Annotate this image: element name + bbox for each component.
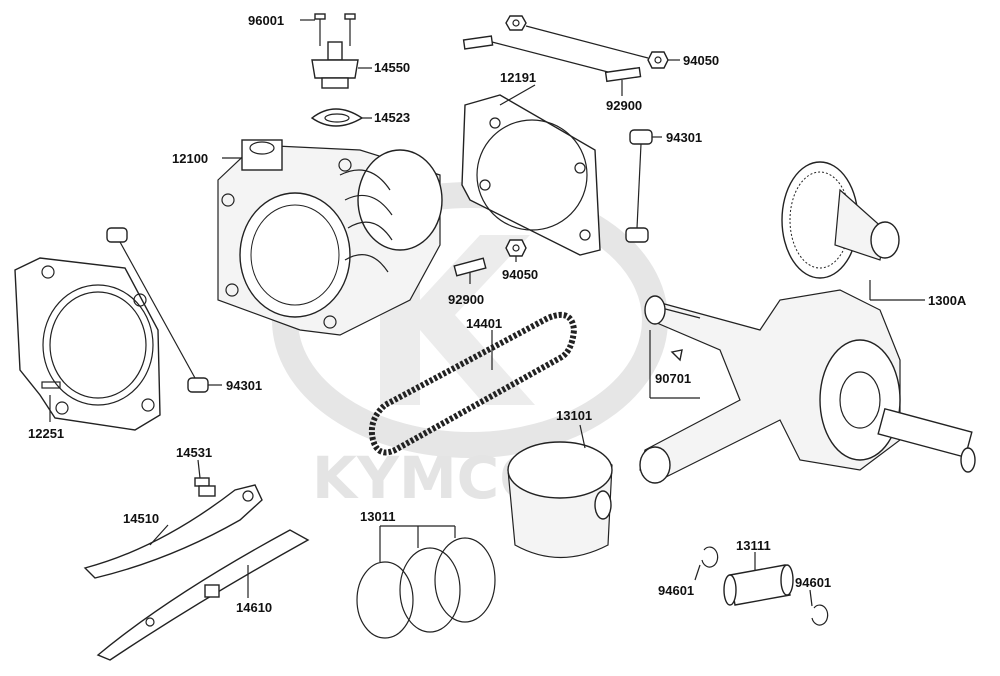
label-92900-mid: 92900: [448, 292, 484, 307]
part-96001-bolts: [314, 13, 356, 46]
label-12100: 12100: [172, 151, 208, 166]
label-94601-right: 94601: [795, 575, 831, 590]
label-14510: 14510: [123, 511, 159, 526]
part-94301-dowel-right: [625, 129, 653, 243]
part-13011-piston-rings: [356, 537, 496, 639]
part-1300A-crankshaft: [639, 161, 976, 484]
part-14510-chain-guide: [83, 484, 263, 579]
part-14550-tensioner: [311, 41, 359, 89]
part-92900-stud-top: [462, 35, 642, 83]
label-94601-left: 94601: [658, 583, 694, 598]
part-90701-key: [670, 349, 683, 362]
label-94050-mid: 94050: [502, 267, 538, 282]
part-14531-bolt: [194, 477, 216, 497]
part-14610-tensioner-guide: [96, 529, 310, 661]
label-12251: 12251: [28, 426, 64, 441]
part-13111-piston-pin: [723, 564, 794, 606]
part-92900-stud-mid: [453, 257, 487, 277]
label-94301-right: 94301: [666, 130, 702, 145]
leader-lines: [49, 19, 925, 607]
label-96001: 96001: [248, 13, 284, 28]
part-14523-gasket: [310, 108, 364, 127]
label-12191: 12191: [500, 70, 536, 85]
label-94301-left: 94301: [226, 378, 262, 393]
part-94301-dowel-left: [106, 227, 209, 393]
part-94050-nut-mid: [505, 239, 527, 257]
part-12251-head-gasket: [14, 257, 161, 431]
part-12100-cylinder: [217, 139, 443, 336]
part-94050-nut-top: [505, 15, 669, 69]
label-90701: 90701: [655, 371, 691, 386]
label-1300A: 1300A: [928, 293, 967, 308]
label-94050-top: 94050: [683, 53, 719, 68]
label-14401: 14401: [466, 316, 502, 331]
part-12191-gasket: [461, 94, 601, 256]
label-13101: 13101: [556, 408, 592, 423]
label-13111: 13111: [736, 538, 771, 553]
label-13011: 13011: [360, 509, 395, 524]
label-14531: 14531: [176, 445, 212, 460]
part-13101-piston: [507, 441, 613, 558]
label-14523: 14523: [374, 110, 410, 125]
part-94601-clip-left: [701, 546, 719, 568]
label-14610: 14610: [236, 600, 272, 615]
label-92900-top: 92900: [606, 98, 642, 113]
label-14550: 14550: [374, 60, 410, 75]
part-94601-clip-right: [811, 604, 829, 626]
